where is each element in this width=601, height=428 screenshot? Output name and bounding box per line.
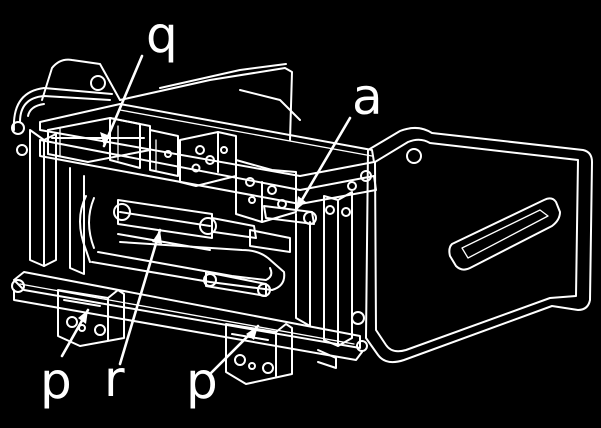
arrow-q <box>100 132 110 146</box>
callout-label-a: a <box>352 68 383 126</box>
leader-q <box>102 54 144 148</box>
fork-block-right <box>225 323 337 385</box>
arrow-p-left <box>78 310 88 324</box>
callout-label-p-right: p <box>186 352 218 410</box>
main-frame <box>11 58 377 361</box>
callout-label-r: r <box>104 350 125 408</box>
callout-label-p-left: p <box>40 352 72 410</box>
leader-r <box>118 228 162 366</box>
cylinder-q <box>11 87 179 177</box>
mounting-bracket <box>119 63 593 364</box>
leader-lines <box>60 54 352 376</box>
piston-rod-a <box>249 205 317 253</box>
leader-a <box>294 116 352 212</box>
cylinder-r <box>113 199 257 251</box>
valve-block <box>179 131 297 223</box>
arrow-a <box>296 196 306 210</box>
fork-block-left <box>57 289 125 347</box>
callout-label-q: q <box>146 6 178 64</box>
hose-assembly <box>79 195 286 297</box>
arrow-r <box>152 230 162 244</box>
arrow-p-right <box>246 326 258 340</box>
